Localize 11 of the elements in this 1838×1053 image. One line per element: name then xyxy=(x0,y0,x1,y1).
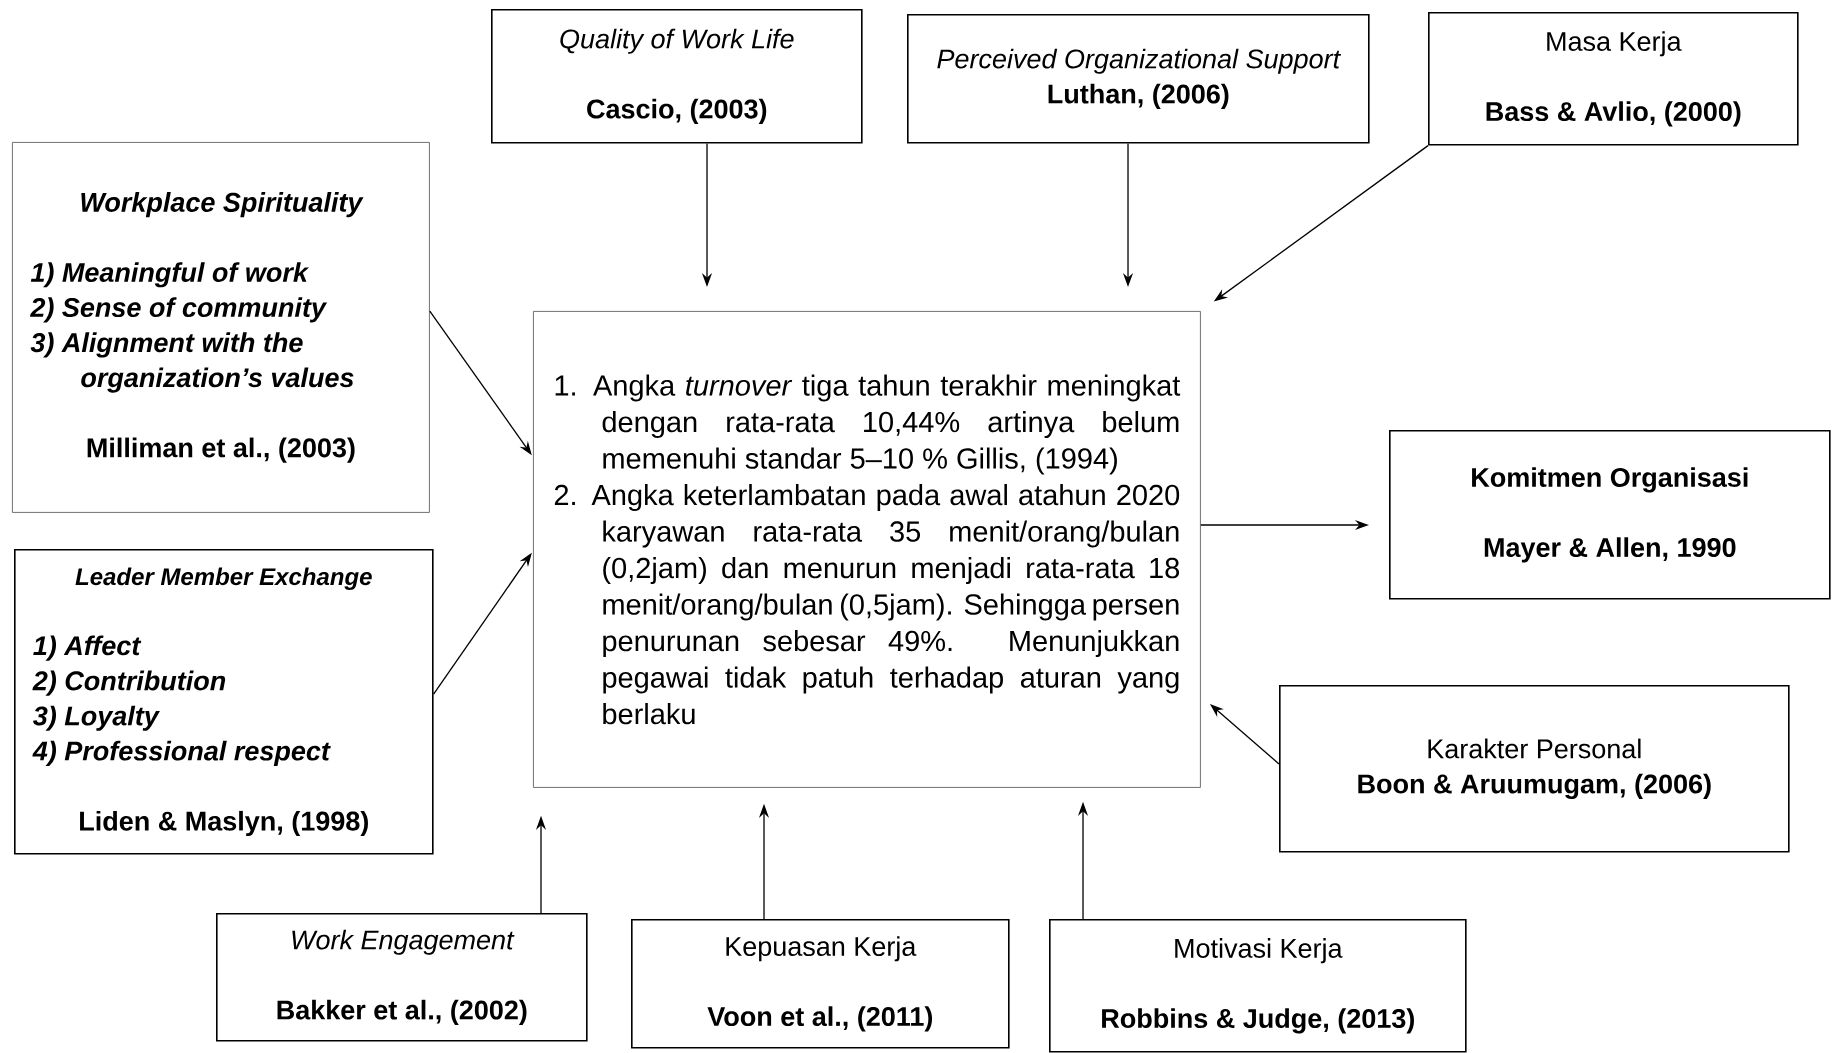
outcome-box: Komitmen Organisasi Mayer & Allen, 1990 xyxy=(1389,430,1831,600)
concept-box: Motivasi Kerja Robbins & Judge, (2013) xyxy=(1049,919,1467,1053)
concept-box: Karakter Personal Boon & Aruumugam, (2006) xyxy=(1279,685,1790,853)
concept-box: Quality of Work Life Cascio, (2003) xyxy=(491,9,863,144)
concept-box: Perceived Organizational Support Luthan, (2006) xyxy=(907,14,1370,144)
concept-box: Kepuasan Kerja Voon et al., (2011) xyxy=(631,919,1010,1049)
problem-box: 1. Angka turnover tiga tahun terakhir meningkat dengan rata-rata 10,44% artinya belum memenuhi standar 5–10 % Gillis, (1994) 2. Angka keterlambatan pada awal atahun 2020 karyawan rata-rata 35 menit/orang/bulan (0,2jam) dan menurun menjadi rata-rata 18 menit/orang/bulan (0,5jam). Sehingga persen penurunan sebesar 49%. Menunjukkan pegawai tidak patuh terhadap aturan yang berlaku xyxy=(533,311,1201,788)
concept-box: Leader Member Exchange 1) Affect 2) Contribution 3) Loyalty 4) Professional respect Liden & Maslyn, (1998) xyxy=(14,549,434,855)
concept-box: Workplace Spirituality 1) Meaningful of work 2) Sense of community 3) Alignment with the organization’s values Milliman et al., (2003) xyxy=(12,142,430,513)
concept-box: Work Engagement Bakker et al., (2002) xyxy=(216,913,588,1042)
concept-box: Masa Kerja Bass & Avlio, (2000) xyxy=(1428,12,1799,146)
